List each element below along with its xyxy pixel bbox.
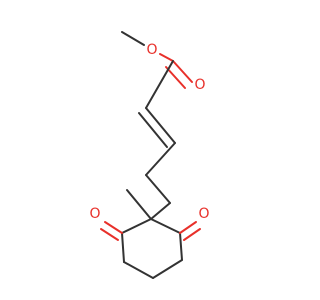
ring-bond-4 [123,261,154,279]
molecule-structure: O O O O [89,31,210,279]
bond-chain-2 [145,174,171,204]
atom-o-ester-carbonyl: O [194,77,205,93]
atom-o-ketone-right: O [198,206,209,222]
bond-chain-3 [150,202,171,220]
atom-o-ketone-left: O [89,206,100,222]
bond-o-carbonyl [159,53,174,62]
ring-bond-1 [150,218,181,234]
ring-bond-6 [121,218,152,234]
ring-bond-2 [179,232,183,261]
ring-bond-3 [152,259,183,279]
bond-carbonyl-double-a [172,60,193,83]
ring-bond-5 [121,232,125,263]
bond-alkene-a [145,107,176,144]
bond-methyl-o [121,31,145,46]
bond-alkene-b [138,112,168,148]
bond-ketone-left-b [100,228,119,241]
bond-chain-1 [145,142,176,176]
bond-carbonyl-alpha [145,60,174,109]
bond-carbonyl-double-b [165,66,186,89]
bond-quat-methyl [126,189,152,220]
bond-ketone-right-a [179,221,197,234]
bond-ketone-left-a [104,221,123,234]
atom-o-ester-single: O [146,42,157,58]
bond-ketone-right-b [183,228,201,241]
